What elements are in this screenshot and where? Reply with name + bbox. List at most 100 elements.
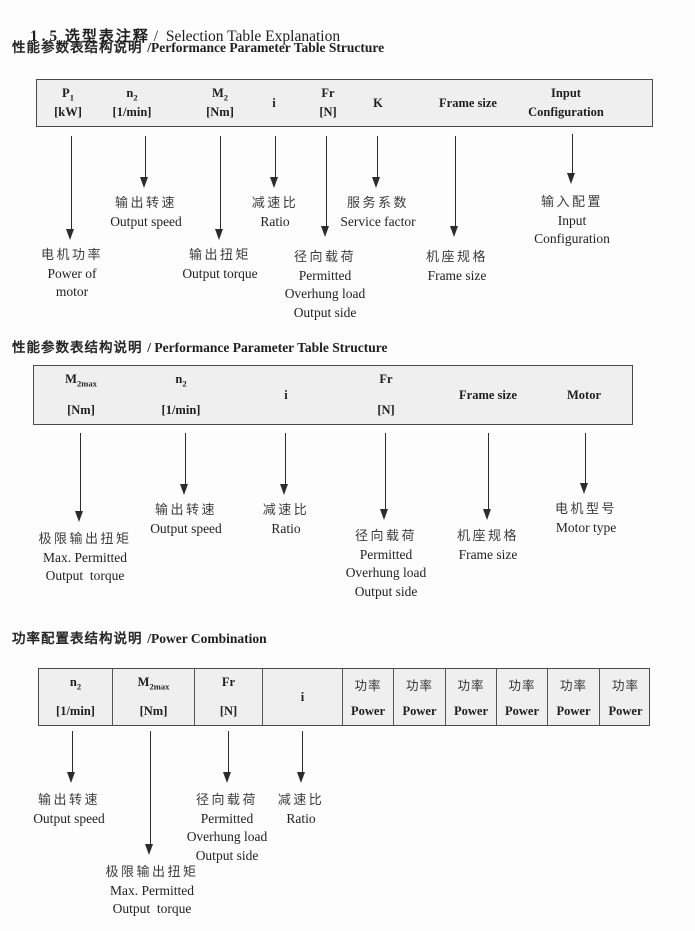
field-label-line: Ratio	[260, 213, 290, 229]
down-arrow-icon	[297, 772, 305, 783]
table-column: Frame size	[428, 366, 548, 424]
table-column: i	[263, 669, 343, 725]
field-label-line: Output speed	[33, 810, 105, 826]
arrow-line	[301, 731, 303, 774]
field-label-line: 极限输出扭矩	[38, 531, 132, 546]
column-symbol: 功率	[405, 679, 433, 693]
table-column: M2max[Nm]	[21, 366, 141, 424]
field-label-line: Overhung load	[186, 829, 268, 844]
column-symbol: 功率	[559, 679, 587, 693]
field-label-line: Frame size	[458, 546, 518, 562]
heading-chinese: 性能参数表结构说明	[12, 340, 148, 355]
table-column: P1[kW]	[8, 80, 128, 126]
field-label-line: Max. Permitted	[110, 882, 194, 898]
down-arrow-icon	[140, 177, 148, 188]
down-arrow-icon	[270, 177, 278, 188]
down-arrow-icon	[67, 772, 75, 783]
field-label-line: Permitted	[298, 267, 352, 283]
table-column: n2 [1/min]	[39, 669, 113, 725]
field-label-line: Service factor	[340, 213, 416, 229]
section-heading: 功率配置表结构说明 /Power Combination	[12, 627, 267, 648]
page-title: 1 . 5 选型表注释 / Selection Table Explanatio…	[14, 7, 340, 64]
field-label-line: 减速比	[262, 502, 310, 517]
heading-english: /Performance Parameter Table Structure	[147, 40, 385, 55]
column-header-line: 功率	[600, 675, 651, 694]
down-arrow-icon	[215, 229, 223, 240]
field-label-line: Ratio	[286, 810, 316, 826]
field-label-line: 输出转速	[154, 502, 217, 517]
column-header-line: Frame size	[459, 387, 517, 402]
field-label-line: Power of	[47, 265, 97, 281]
column-unit: Power	[402, 704, 437, 718]
field-label-line: 输出转速	[114, 195, 177, 210]
down-arrow-icon	[483, 509, 491, 520]
arrow-line	[274, 136, 276, 179]
column-symbol: n	[175, 372, 183, 386]
column-header-line: 功率	[548, 675, 599, 694]
arrow-line	[79, 433, 81, 513]
table-column: n2[1/min]	[121, 366, 241, 424]
column-symbol: 功率	[611, 679, 639, 693]
heading-chinese: 功率配置表结构说明	[12, 631, 148, 646]
heading-chinese: 性能参数表结构说明	[12, 40, 148, 55]
column-symbol: M	[65, 372, 77, 386]
column-header-line: M2	[160, 86, 280, 103]
table-column: M2 [Nm]	[160, 80, 280, 126]
down-arrow-icon	[450, 226, 458, 237]
column-header-line: n2	[121, 372, 241, 389]
column-symbol: n	[69, 675, 77, 689]
field-label-line: Max. Permitted	[43, 549, 127, 565]
section-heading: 性能参数表结构说明 /Performance Parameter Table S…	[12, 36, 384, 57]
column-header-line: Fr	[326, 372, 446, 387]
column-unit: [Nm]	[67, 403, 95, 417]
field-label-line: 输入配置	[540, 194, 603, 209]
column-unit: [N]	[377, 403, 395, 417]
column-header-line: P1	[8, 86, 128, 103]
column-symbol: Fr	[321, 86, 335, 100]
column-header-line: n2	[39, 675, 112, 692]
column-symbol: 功率	[354, 679, 382, 693]
field-label-line: Output speed	[150, 520, 222, 536]
column-unit: Power	[608, 704, 643, 718]
column-header-line: Motor	[566, 387, 601, 402]
arrow-line	[144, 136, 146, 179]
column-symbol-subscript: 1	[69, 92, 74, 103]
arrow-line	[184, 433, 186, 486]
field-label-line: Output side	[195, 847, 259, 863]
down-arrow-icon	[567, 173, 575, 184]
column-header-line: 功率	[497, 675, 547, 694]
table-column: M2max[Nm]	[113, 669, 195, 725]
column-symbol-subscript: 2max	[149, 681, 170, 692]
column-unit: [Nm]	[139, 704, 168, 718]
down-arrow-icon	[280, 484, 288, 495]
column-unit: [1/min]	[56, 704, 95, 718]
field-label-line: 输出扭矩	[188, 247, 251, 262]
field-label-line: 极限输出扭矩	[105, 864, 199, 879]
arrow-line	[219, 136, 221, 231]
field-label-line: Output torque	[45, 568, 125, 583]
column-symbol: n	[126, 86, 134, 100]
field-label-line: Frame size	[427, 267, 487, 283]
column-header-line: 功率	[446, 675, 496, 694]
down-arrow-icon	[66, 229, 74, 240]
column-header-line: i	[300, 689, 305, 704]
column-symbol-subscript: 2	[223, 92, 229, 103]
table-column: Fr[N]	[268, 80, 388, 126]
column-unit: Power	[504, 704, 539, 718]
column-unit: Power	[453, 704, 488, 718]
column-symbol: Fr	[221, 675, 236, 689]
column-unit: [Nm]	[206, 105, 234, 119]
arrow-line	[487, 433, 489, 511]
